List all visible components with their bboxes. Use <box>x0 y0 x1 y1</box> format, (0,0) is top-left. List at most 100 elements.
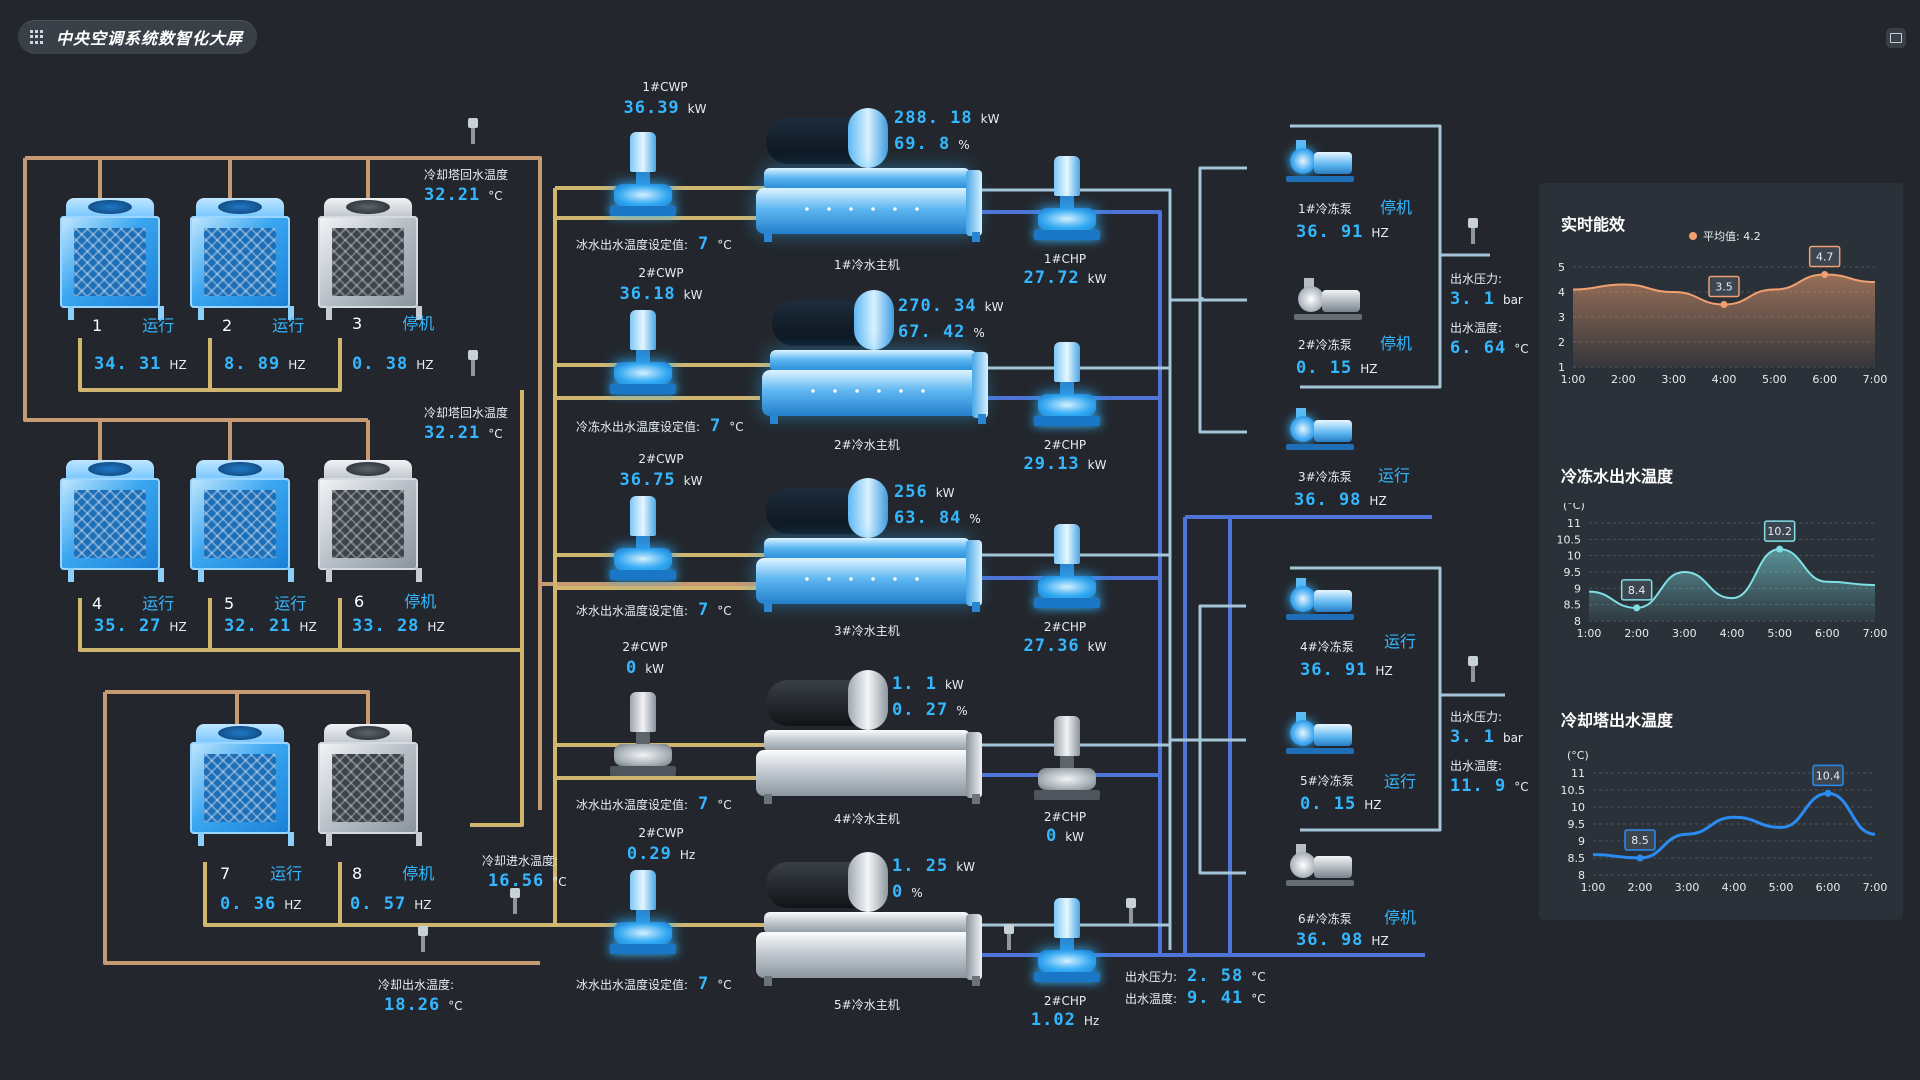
status-badge: 运行 <box>270 864 303 883</box>
chiller-4-name: 4#冷水主机 <box>834 812 900 826</box>
cooling-tower-1[interactable] <box>60 198 164 320</box>
data-label: 10.2 <box>1767 525 1792 538</box>
temperature-sensor-icon <box>466 118 480 144</box>
y-tick-label: 10.5 <box>1561 784 1586 797</box>
pressure-sensor-icon <box>1002 924 1016 950</box>
cwp-pump-4[interactable] <box>608 692 678 782</box>
data-label: 8.4 <box>1628 584 1646 597</box>
data-label: 4.7 <box>1816 251 1834 264</box>
data-point <box>1824 789 1832 797</box>
x-tick-label: 2:00 <box>1628 881 1653 894</box>
bottom-outlet-readout: 出水压力:2. 58°C 出水温度:9. 41°C <box>1125 966 1266 1008</box>
status-badge: 停机 <box>1380 334 1413 353</box>
energy-chart-title: 实时能效 <box>1561 215 1626 234</box>
x-tick-label: 3:00 <box>1675 881 1700 894</box>
y-tick-label: 4 <box>1558 286 1565 299</box>
chiller-3-name: 3#冷水主机 <box>834 624 900 638</box>
y-tick-label: 10.5 <box>1557 533 1582 546</box>
x-tick-label: 6:00 <box>1812 373 1837 386</box>
cooling-tower-5[interactable] <box>190 460 294 582</box>
legend-marker <box>1689 232 1697 240</box>
chiller-2[interactable] <box>762 290 992 430</box>
cooling-tower-7[interactable] <box>190 724 294 846</box>
chw-pump-5[interactable] <box>1284 712 1356 762</box>
chw-pump-1[interactable] <box>1284 140 1356 190</box>
chiller-5-name: 5#冷水主机 <box>834 998 900 1012</box>
y-tick-label: 9 <box>1578 835 1585 848</box>
page-title: 中央空调系统数智化大屏 <box>56 29 244 48</box>
status-badge: 运行 <box>1378 466 1411 485</box>
fullscreen-icon[interactable] <box>1886 28 1906 48</box>
chp-pump-4[interactable] <box>1032 716 1102 806</box>
chw-pump-4[interactable] <box>1284 578 1356 628</box>
cwp-pump-1[interactable] <box>608 132 678 222</box>
x-tick-label: 1:00 <box>1581 881 1606 894</box>
y-tick-label: 8 <box>1574 615 1581 628</box>
cooling-tower-4[interactable] <box>60 460 164 582</box>
data-label-box <box>1763 520 1796 542</box>
data-point <box>1720 301 1728 308</box>
cwp-pump-2[interactable] <box>608 310 678 400</box>
data-label-box <box>1624 829 1656 851</box>
cooling-tower-6[interactable] <box>318 460 422 582</box>
chw-pump-4-name: 4#冷冻泵 <box>1300 640 1354 654</box>
pressure-sensor-icon <box>1466 218 1480 244</box>
cwp-pump-3[interactable] <box>608 496 678 586</box>
x-tick-label: 6:00 <box>1816 881 1841 894</box>
cooling-tower-8[interactable] <box>318 724 422 846</box>
chp-pump-2[interactable] <box>1032 342 1102 432</box>
cooling-inlet-temp: 冷却进水温度: 16.56°C <box>482 854 567 891</box>
chp-pump-3[interactable] <box>1032 524 1102 614</box>
temperature-sensor-icon <box>466 350 480 376</box>
data-label: 8.5 <box>1631 834 1649 847</box>
x-tick-label: 5:00 <box>1762 373 1787 386</box>
chiller-4[interactable] <box>756 670 986 810</box>
status-badge: 运行 <box>142 316 175 335</box>
y-tick-label: 2 <box>1558 336 1565 349</box>
chiller-3[interactable] <box>756 478 986 618</box>
chp-pump-1[interactable] <box>1032 156 1102 246</box>
chp-pump-5[interactable] <box>1032 898 1102 988</box>
dashboard-title-bar[interactable]: 中央空调系统数智化大屏 <box>18 20 258 54</box>
chw-pump-3[interactable] <box>1284 408 1356 458</box>
chw-pump-6[interactable] <box>1284 844 1356 894</box>
x-tick-label: 5:00 <box>1769 881 1794 894</box>
cooling-tower-3[interactable] <box>318 198 422 320</box>
data-label-box <box>1812 764 1844 787</box>
app-grid-icon[interactable] <box>30 30 44 44</box>
setpoint-5: 冰水出水温度设定值:7°C <box>576 974 732 994</box>
y-tick-label: 11 <box>1567 517 1581 530</box>
tower-return-temp-1: 冷却塔回水温度 32.21°C <box>424 168 509 205</box>
pressure-sensor-icon <box>1466 656 1480 682</box>
setpoint-1: 冰水出水温度设定值:7°C <box>576 234 732 254</box>
tower-return-pipes <box>23 156 800 965</box>
y-tick-label: 10 <box>1571 801 1585 814</box>
chw-pump-2[interactable] <box>1292 278 1364 328</box>
chiller-1[interactable] <box>756 108 986 248</box>
cooling-tower-2[interactable] <box>190 198 294 320</box>
data-point <box>1776 545 1784 553</box>
x-tick-label: 1:00 <box>1577 627 1602 640</box>
cwp-pump-5[interactable] <box>608 870 678 960</box>
chw-pump-5-name: 5#冷冻泵 <box>1300 774 1354 788</box>
chiller-5[interactable] <box>756 852 986 992</box>
